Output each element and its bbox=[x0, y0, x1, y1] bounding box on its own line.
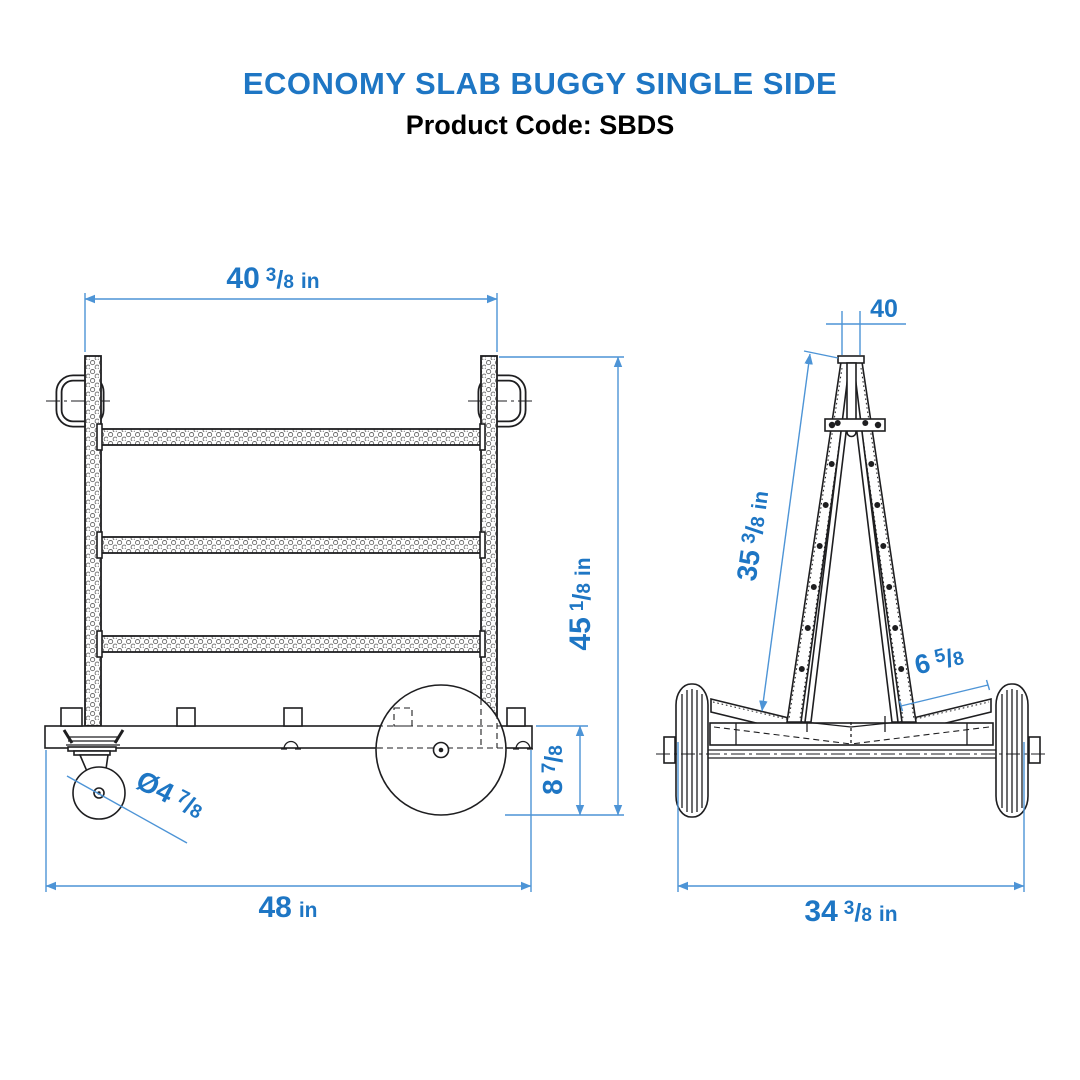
header: ECONOMY SLAB BUGGY SINGLE SIDE Product C… bbox=[0, 66, 1080, 141]
base-lugs bbox=[60, 707, 526, 727]
axle bbox=[663, 736, 1041, 764]
apex-cap bbox=[837, 355, 865, 364]
caster-assembly bbox=[62, 729, 126, 820]
tie-down-hooks bbox=[281, 740, 533, 750]
product-code-value: SBDS bbox=[599, 110, 675, 140]
tire-right bbox=[995, 683, 1029, 818]
a-frame-leg-right bbox=[851, 361, 917, 723]
dim-wing-length-label: 65/8 bbox=[912, 640, 967, 680]
dim-wing-length: 65/8 bbox=[898, 640, 991, 712]
dim-overall-height-label: 451/8in bbox=[564, 557, 597, 650]
dim-deck-height: 87/8 bbox=[536, 725, 588, 816]
handle-right bbox=[468, 374, 536, 428]
dim-frame-length: 353/8in bbox=[731, 350, 839, 712]
slab-rails bbox=[96, 423, 486, 658]
dim-overall-height: 451/8in bbox=[499, 356, 624, 816]
center-post bbox=[846, 362, 857, 427]
tire-left bbox=[675, 683, 709, 818]
product-code: Product Code: SBDS bbox=[0, 110, 1080, 141]
page-title: ECONOMY SLAB BUGGY SINGLE SIDE bbox=[242, 66, 838, 101]
dim-deck-height-label: 87/8 bbox=[537, 745, 568, 795]
deck-box bbox=[709, 716, 994, 746]
product-code-label: Product Code: bbox=[405, 110, 592, 140]
a-frame-leg-left bbox=[786, 361, 852, 723]
dim-apex-width: 40 bbox=[826, 295, 906, 355]
transport-wheel bbox=[375, 684, 507, 816]
dim-caster-diameter-label: Ø47/8 bbox=[131, 765, 209, 825]
handle-left bbox=[46, 374, 114, 428]
dim-frame-length-label: 353/8in bbox=[731, 488, 774, 582]
a-frame bbox=[786, 355, 917, 723]
dim-apex-width-label: 40 bbox=[870, 295, 898, 323]
